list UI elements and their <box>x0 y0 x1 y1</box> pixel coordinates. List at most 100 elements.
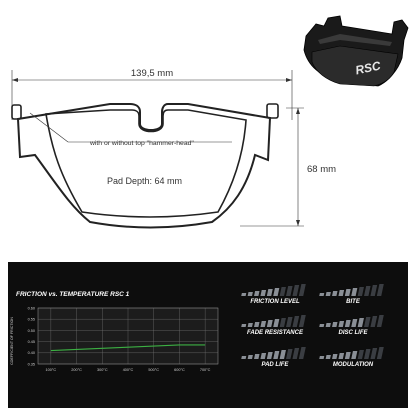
rating-bar-filled <box>325 323 331 327</box>
rating-bar-filled <box>241 293 247 296</box>
rating-bar-filled <box>260 353 267 359</box>
hammer-head-right <box>266 103 279 119</box>
rating-bar-empty <box>279 287 286 296</box>
performance-panel: FRICTION vs. TEMPERATURE RSC 1 COEFFICIE… <box>8 262 408 408</box>
note-leader <box>29 112 69 143</box>
rating-bar-filled <box>279 350 286 359</box>
rating-fade-resistance: FADE RESISTANCE <box>240 314 310 340</box>
height-label: 68 mm <box>307 164 336 175</box>
rating-bar-filled <box>325 355 331 359</box>
rating-bar-empty <box>370 285 378 296</box>
rating-bar-empty <box>298 347 306 359</box>
rating-bars <box>319 284 384 296</box>
rating-bar-filled <box>351 351 358 359</box>
rating-label: DISC LIFE <box>338 330 368 336</box>
rating-bar-filled <box>247 355 253 359</box>
rating-bar-filled <box>266 320 273 327</box>
rating-disc-life: DISC LIFE <box>318 314 388 340</box>
rating-bar-filled <box>273 288 280 296</box>
rating-bar-empty <box>376 347 384 359</box>
rating-bar-filled <box>351 288 358 296</box>
rating-bar-empty <box>370 316 378 327</box>
rating-bar-filled <box>273 319 280 327</box>
rating-bar-filled <box>247 292 253 296</box>
friction-material-outline <box>45 109 247 218</box>
x-tick-label: 100°C <box>46 368 57 372</box>
rating-bar-filled <box>254 291 260 296</box>
x-tick-label: 600°C <box>174 368 185 372</box>
width-arrow-left <box>12 78 18 82</box>
rating-bar-filled <box>241 324 247 327</box>
rating-bar-empty <box>364 317 371 327</box>
rating-bar-empty <box>292 348 300 359</box>
rating-bar-filled <box>344 352 351 359</box>
x-tick-label: 200°C <box>71 368 82 372</box>
rating-bar-filled <box>351 319 358 327</box>
rating-bars <box>241 284 306 296</box>
rating-bar-filled <box>319 324 325 327</box>
rating-bar-empty <box>286 286 293 296</box>
rating-bar-empty <box>370 348 378 359</box>
rating-bar-filled <box>266 352 273 359</box>
rating-bar-filled <box>247 323 253 327</box>
rating-bar-empty <box>286 349 293 359</box>
x-tick-label: 700°C <box>200 368 211 372</box>
x-tick-label: 500°C <box>148 368 159 372</box>
rating-bar-filled <box>319 293 325 296</box>
rating-bar-empty <box>376 315 384 327</box>
rating-label: MODULATION <box>332 362 374 368</box>
rating-bar-filled <box>344 289 351 296</box>
width-arrow-right <box>286 78 292 82</box>
rating-bar-filled <box>260 321 267 327</box>
rating-bar-filled <box>241 356 247 359</box>
rating-bars <box>241 315 306 327</box>
rating-bar-filled <box>332 322 338 327</box>
y-tick-label: 0.45 <box>28 340 35 344</box>
rating-bar-filled <box>344 320 351 327</box>
y-tick-label: 0.55 <box>28 318 35 322</box>
rating-bar-empty <box>286 317 293 327</box>
rating-bar-empty <box>298 315 306 327</box>
x-tick-label: 400°C <box>123 368 134 372</box>
y-tick-label: 0.35 <box>28 362 35 366</box>
rating-bars <box>319 315 384 327</box>
rating-bar-filled <box>325 292 331 296</box>
rating-bar-filled <box>273 351 280 359</box>
rating-bar-filled <box>319 356 325 359</box>
rating-bar-empty <box>357 350 364 359</box>
rating-bar-filled <box>338 353 345 359</box>
y-tick-label: 0.40 <box>28 351 35 355</box>
rating-bars <box>319 347 384 359</box>
height-arrow-top <box>296 108 300 114</box>
width-label: 139,5 mm <box>131 68 173 79</box>
rating-bar-empty <box>279 318 286 327</box>
pad-highlight <box>318 34 392 46</box>
chart-series <box>50 344 206 352</box>
rating-bar-empty <box>376 284 384 296</box>
rating-bar-empty <box>357 287 364 296</box>
height-arrow-bottom <box>296 220 300 226</box>
rsc-logo: RSC <box>354 58 382 77</box>
pad-outline <box>16 103 272 229</box>
pad-friction-block <box>311 45 399 87</box>
brake-pad-drawing: 139,5 mm 68 mm with or without top "hamm… <box>11 15 409 229</box>
rating-bars <box>241 347 306 359</box>
rating-bar-filled <box>254 354 260 359</box>
rating-label: BITE <box>346 299 360 305</box>
rating-bar-empty <box>364 286 371 296</box>
pad-depth-label: Pad Depth: 64 mm <box>107 176 182 186</box>
rating-label: FRICTION LEVEL <box>250 299 300 305</box>
rating-bar-empty <box>292 316 300 327</box>
rating-bar-empty <box>364 349 371 359</box>
chart-title: FRICTION vs. TEMPERATURE RSC 1 <box>16 291 130 298</box>
rating-bar-filled <box>332 354 338 359</box>
rating-bar-filled <box>266 289 273 296</box>
hammer-head-note: with or without top "hammer-head" <box>89 140 194 147</box>
rating-bar-filled <box>338 321 345 327</box>
friction-temperature-chart: COEFFICIENT OF FRICTION 0.600.550.500.45… <box>10 306 219 372</box>
y-axis-label: COEFFICIENT OF FRICTION <box>10 317 14 365</box>
rating-friction-level: FRICTION LEVEL <box>240 283 310 309</box>
rating-bite: BITE <box>318 283 388 309</box>
rating-bar-filled <box>357 318 364 327</box>
